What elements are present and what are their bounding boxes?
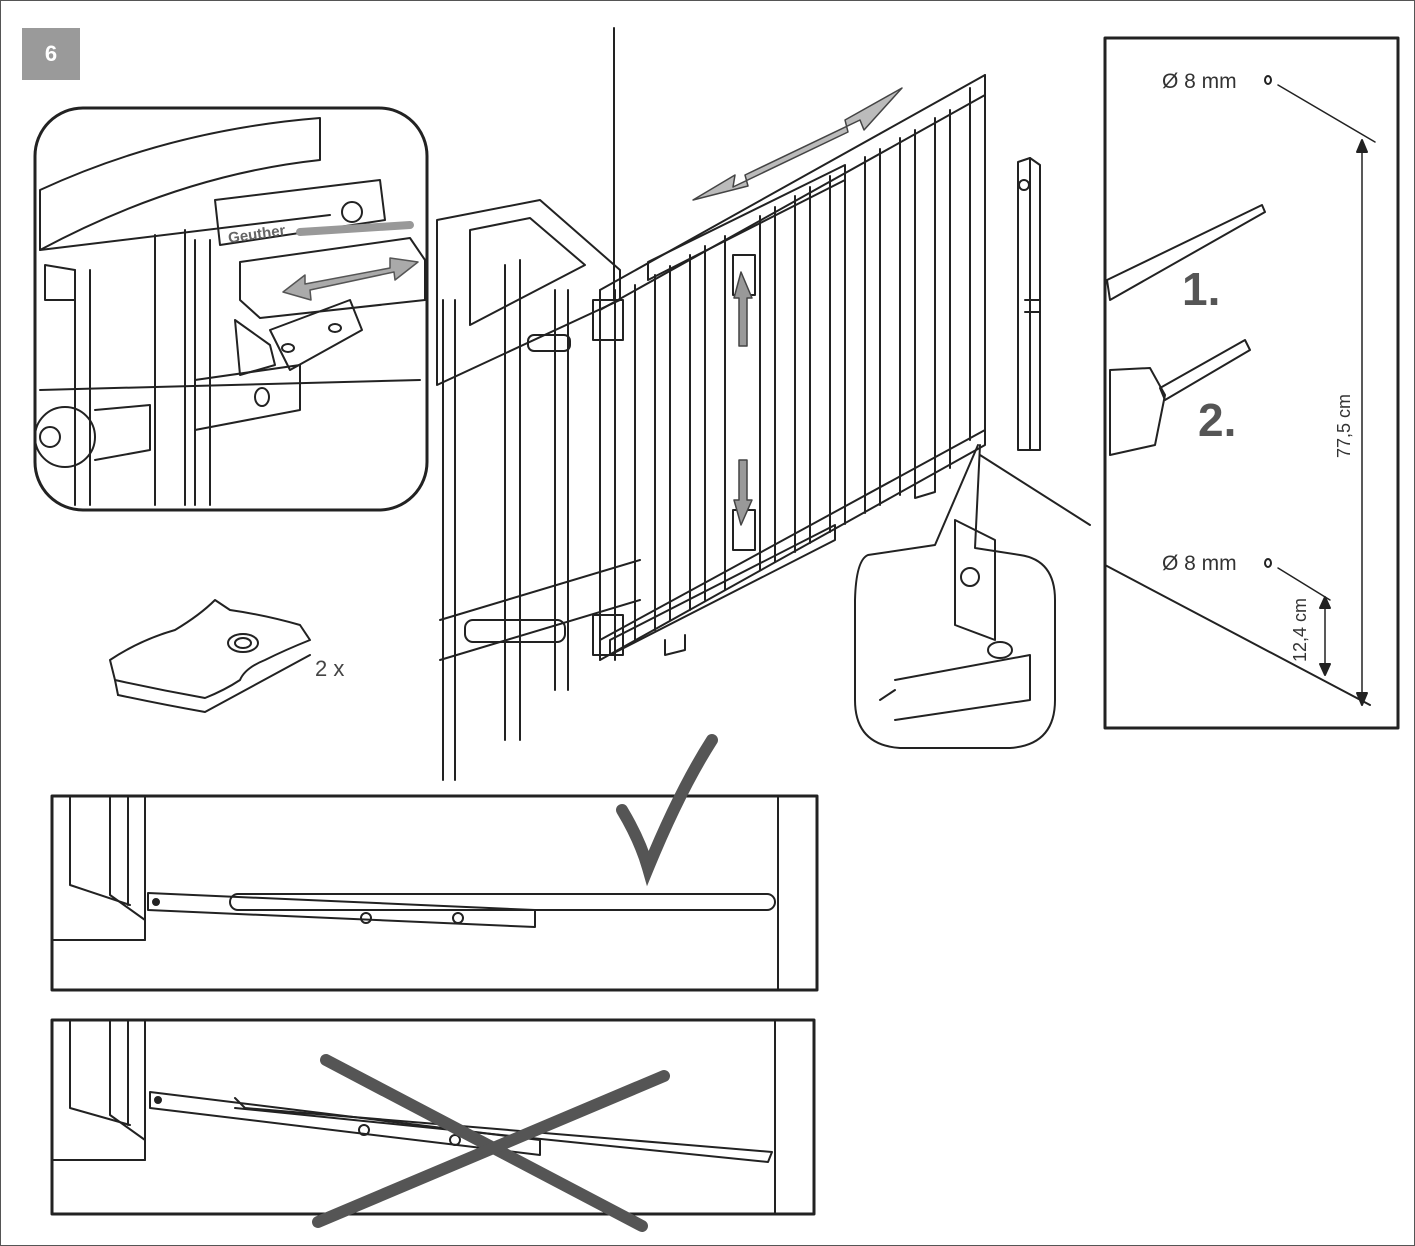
height-bottom-label: 12,4 cm xyxy=(1290,597,1310,662)
safety-gate xyxy=(592,74,986,661)
drilling-measurement-panel xyxy=(1103,36,1400,730)
step-number-badge: 6 xyxy=(22,28,80,80)
hole-bottom-label: Ø 8 mm xyxy=(1162,552,1237,575)
correct-check-icon xyxy=(616,734,718,887)
spacer-pad-part xyxy=(109,599,311,713)
height-total-label: 77,5 cm xyxy=(1334,393,1354,458)
vertical-adjust-arrows xyxy=(733,271,753,526)
step-drill-label: 2. xyxy=(1198,394,1237,446)
staircase-railing xyxy=(436,199,641,781)
gate-slide-arrow xyxy=(692,87,903,201)
wall-bracket xyxy=(1017,157,1041,451)
drill-icon xyxy=(1109,367,1166,456)
pencil-icon xyxy=(1106,204,1266,301)
inset-slide-arrow xyxy=(282,257,419,301)
quantity-label: 2 x xyxy=(315,656,345,681)
incorrect-cross-icon xyxy=(312,1054,670,1232)
incorrect-mounting-panel xyxy=(50,1018,816,1216)
hinge-detail-inset xyxy=(33,106,429,512)
floor-line xyxy=(979,454,1091,526)
step-pencil-label: 1. xyxy=(1182,263,1221,315)
foot-detail-inset xyxy=(854,444,1056,749)
hole-top-label: Ø 8 mm xyxy=(1162,70,1237,93)
correct-mounting-panel xyxy=(50,794,819,992)
